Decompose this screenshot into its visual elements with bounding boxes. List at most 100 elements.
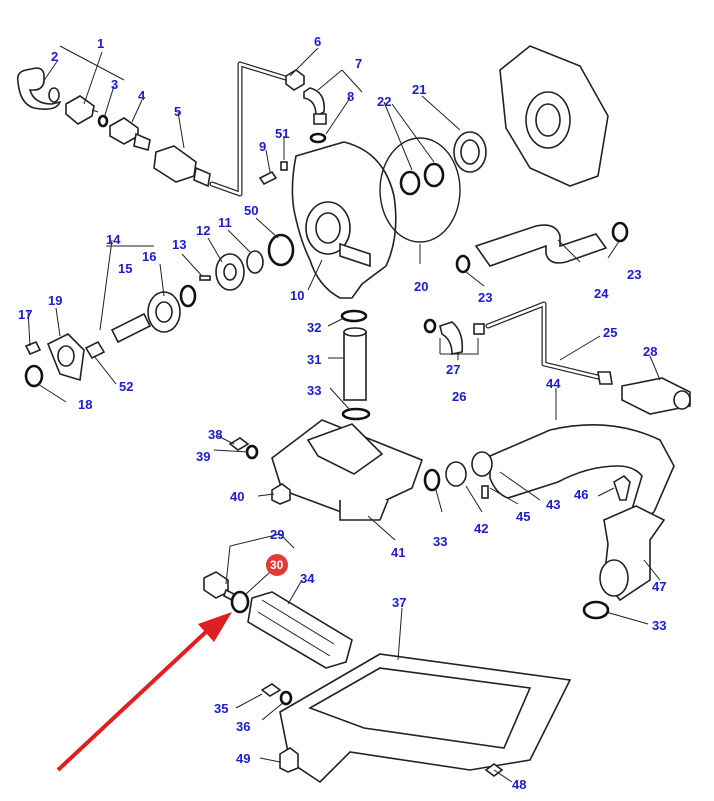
callout-3: 3 bbox=[111, 77, 118, 92]
part-bolt-17 bbox=[24, 340, 42, 356]
part-shaft-14 bbox=[110, 312, 152, 344]
part-banjo-fitting bbox=[16, 67, 62, 110]
callout-16: 16 bbox=[142, 249, 156, 264]
leader-lines bbox=[27, 45, 661, 783]
part-oring-32 bbox=[340, 309, 368, 323]
callout-33-lower: 33 bbox=[652, 618, 666, 633]
part-pipe-25 bbox=[485, 301, 613, 385]
callout-29: 29 bbox=[270, 527, 284, 542]
part-flange-47 bbox=[599, 505, 666, 602]
callout-50: 50 bbox=[244, 203, 258, 218]
part-gear-12 bbox=[215, 253, 245, 291]
callout-19: 19 bbox=[48, 293, 62, 308]
callout-25: 25 bbox=[603, 325, 617, 340]
part-elbow-7 bbox=[303, 87, 327, 125]
part-pipe-6 bbox=[209, 61, 305, 197]
part-collar-43 bbox=[471, 451, 493, 477]
callout-33-middle: 33 bbox=[433, 534, 447, 549]
part-oring-33c bbox=[582, 600, 610, 620]
part-rear-cover bbox=[499, 45, 609, 187]
part-plug-35 bbox=[260, 683, 282, 697]
part-strainer-34 bbox=[247, 591, 353, 669]
highlight-badge bbox=[266, 554, 288, 576]
callout-17: 17 bbox=[18, 307, 32, 322]
callout-32: 32 bbox=[307, 320, 321, 335]
callout-23-right: 23 bbox=[627, 267, 641, 282]
callout-27: 27 bbox=[446, 362, 460, 377]
callout-24: 24 bbox=[594, 286, 609, 301]
callout-47: 47 bbox=[652, 579, 666, 594]
callout-7: 7 bbox=[355, 56, 362, 71]
part-pin-45 bbox=[481, 485, 489, 499]
callout-51: 51 bbox=[275, 126, 289, 141]
callout-labels: 1 2 3 4 5 6 7 8 9 51 22 21 14 13 12 11 5… bbox=[18, 34, 666, 792]
part-plug-38 bbox=[228, 437, 250, 451]
callout-43: 43 bbox=[546, 497, 560, 512]
callout-14: 14 bbox=[106, 232, 121, 247]
part-nut-52 bbox=[84, 340, 106, 360]
callout-40: 40 bbox=[230, 489, 244, 504]
part-bolt-40 bbox=[271, 483, 291, 505]
part-union-4 bbox=[109, 117, 151, 152]
part-nut-26 bbox=[473, 323, 485, 335]
part-adapter-28 bbox=[621, 377, 691, 415]
callout-31: 31 bbox=[307, 352, 321, 367]
callout-20: 20 bbox=[414, 279, 428, 294]
callout-6: 6 bbox=[314, 34, 321, 49]
part-oring-23b bbox=[611, 221, 629, 243]
part-bearing-15 bbox=[147, 291, 181, 333]
part-hose-44 bbox=[489, 424, 675, 523]
callout-44: 44 bbox=[546, 376, 561, 391]
callout-42: 42 bbox=[474, 521, 488, 536]
part-washer-11 bbox=[246, 250, 264, 274]
part-nut-51 bbox=[280, 161, 288, 171]
callout-49: 49 bbox=[236, 751, 250, 766]
callout-52: 52 bbox=[119, 379, 133, 394]
callout-36: 36 bbox=[236, 719, 250, 734]
part-oring-33b bbox=[423, 468, 441, 492]
callout-2: 2 bbox=[51, 49, 58, 64]
callout-46: 46 bbox=[574, 487, 588, 502]
callout-5: 5 bbox=[174, 104, 181, 119]
part-sump-37 bbox=[279, 653, 572, 784]
part-oring-22b bbox=[423, 162, 445, 188]
callout-15: 15 bbox=[118, 261, 132, 276]
callout-45: 45 bbox=[516, 509, 530, 524]
part-seal-36 bbox=[279, 690, 293, 706]
part-elbow-26 bbox=[439, 321, 464, 355]
part-seal-18 bbox=[24, 364, 44, 388]
part-tube-31 bbox=[343, 327, 367, 401]
callout-12: 12 bbox=[196, 223, 210, 238]
part-circlip-16 bbox=[179, 284, 197, 308]
callout-22: 22 bbox=[377, 94, 391, 109]
callout-30: 30 bbox=[270, 558, 284, 572]
part-seal-39 bbox=[245, 444, 259, 460]
callout-35: 35 bbox=[214, 701, 228, 716]
part-plug-29 bbox=[203, 571, 235, 602]
callout-30-highlighted: 30 bbox=[266, 554, 288, 576]
part-gasket-20 bbox=[379, 137, 461, 243]
callout-48: 48 bbox=[512, 777, 526, 792]
part-oring-3 bbox=[97, 114, 109, 128]
part-pump-housing-10 bbox=[291, 141, 397, 299]
part-bolt-46 bbox=[613, 474, 631, 501]
callout-9: 9 bbox=[259, 139, 266, 154]
part-seal-21 bbox=[453, 131, 487, 173]
callout-8: 8 bbox=[347, 89, 354, 104]
part-hose-24 bbox=[474, 224, 608, 267]
part-oring-22a bbox=[399, 170, 421, 196]
part-tube-assy-5 bbox=[153, 145, 211, 188]
part-oring-33a bbox=[341, 407, 371, 421]
part-oring-30 bbox=[230, 590, 250, 614]
part-oring-27 bbox=[423, 318, 437, 334]
callout-4: 4 bbox=[138, 88, 146, 103]
callout-11: 11 bbox=[218, 215, 232, 230]
part-bolt-9 bbox=[258, 170, 278, 186]
callout-1: 1 bbox=[97, 36, 104, 51]
callout-39: 39 bbox=[196, 449, 210, 464]
part-bolt-49 bbox=[279, 747, 299, 773]
callout-41: 41 bbox=[391, 545, 405, 560]
callout-37: 37 bbox=[392, 595, 406, 610]
